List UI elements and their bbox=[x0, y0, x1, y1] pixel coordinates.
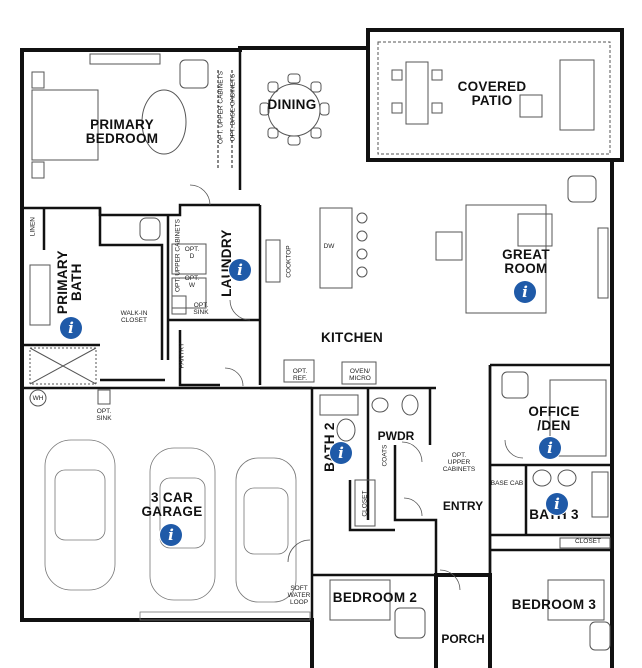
car-right bbox=[235, 457, 297, 603]
patio-sofa bbox=[559, 59, 595, 131]
porch-wall bbox=[434, 573, 492, 668]
bedroom-2-bed bbox=[329, 579, 391, 621]
car-left bbox=[44, 439, 116, 591]
kitchen-island bbox=[319, 207, 353, 289]
wall-primary-bath-east bbox=[98, 208, 164, 360]
wall-pantry bbox=[178, 330, 220, 387]
info-icon-garage[interactable]: i bbox=[160, 524, 182, 546]
primary-bath-tub bbox=[29, 264, 51, 326]
info-icon-laundry[interactable]: i bbox=[229, 259, 251, 281]
great-room-sectional bbox=[465, 204, 547, 314]
info-icon-bath-2[interactable]: i bbox=[330, 442, 352, 464]
info-icon-office-den[interactable]: i bbox=[539, 437, 561, 459]
exterior-wall bbox=[20, 28, 624, 668]
wall-entry-west bbox=[393, 445, 438, 575]
wall-primary-bedroom-bottom bbox=[22, 203, 260, 217]
patio-table bbox=[405, 61, 429, 125]
exterior-wall-patio-west bbox=[366, 28, 438, 162]
info-icon-bath-3[interactable]: i bbox=[546, 493, 568, 515]
office-desk bbox=[549, 379, 607, 457]
wall-hall bbox=[348, 480, 395, 532]
info-icon-primary-bath[interactable]: i bbox=[60, 317, 82, 339]
car-middle bbox=[149, 447, 216, 601]
bedroom-3-bed bbox=[547, 579, 605, 621]
info-icon-great-room[interactable]: i bbox=[514, 281, 536, 303]
primary-bed bbox=[31, 89, 99, 161]
